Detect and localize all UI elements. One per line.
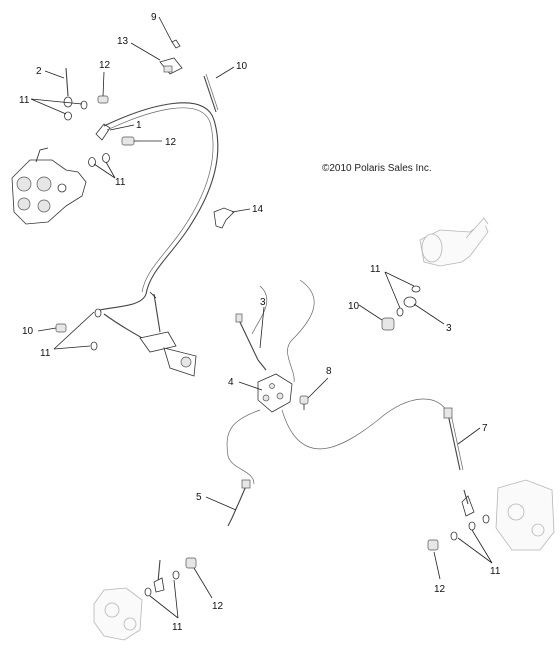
brake-hose-8 bbox=[443, 407, 464, 471]
washer-11-e bbox=[94, 308, 102, 318]
master-cylinder bbox=[419, 217, 489, 267]
left-rear-hose bbox=[153, 559, 165, 593]
callout-11-c: 11 bbox=[370, 264, 381, 275]
washer-11-f bbox=[90, 341, 98, 351]
callout-11-f: 11 bbox=[172, 622, 183, 633]
brake-line-5 bbox=[227, 479, 251, 527]
callout-7: 10 bbox=[236, 61, 248, 72]
washer-11-g bbox=[411, 285, 421, 293]
hose-from-master-b bbox=[251, 285, 267, 335]
left-rear-hose-assembly bbox=[103, 291, 197, 377]
callout-14: 14 bbox=[252, 204, 264, 215]
brake-line-fitting-1 bbox=[95, 123, 111, 141]
callout-11-a: 11 bbox=[19, 95, 30, 106]
washer-11-i bbox=[468, 521, 476, 531]
washer-11-h bbox=[396, 307, 404, 317]
callout-9: 8 bbox=[326, 366, 332, 377]
leader-lines bbox=[30, 16, 493, 619]
washer-11-m bbox=[172, 570, 180, 580]
front-brake-hose-inner bbox=[106, 107, 214, 293]
callout-12-c: 12 bbox=[434, 584, 446, 595]
callout-11-d: 11 bbox=[40, 348, 51, 359]
banjo-bolt-12-left-rear bbox=[185, 557, 197, 569]
sensor-13 bbox=[159, 57, 183, 75]
bleeder-screw-12-a bbox=[97, 95, 109, 104]
callout-11-e: 11 bbox=[490, 566, 501, 577]
callout-2: 2 bbox=[36, 66, 42, 77]
washer-11-b bbox=[64, 111, 72, 121]
distribution-block-4 bbox=[257, 373, 293, 413]
callout-10-right: 10 bbox=[348, 301, 360, 312]
hose-fitting-3-right bbox=[403, 296, 417, 308]
callout-12-a: 12 bbox=[99, 60, 111, 71]
rear-hose-left bbox=[226, 409, 261, 485]
banjo-bolt-12-b bbox=[121, 136, 140, 146]
banjo-bolt-10-right bbox=[381, 317, 395, 331]
bolt-9 bbox=[299, 395, 309, 410]
callout-3-right: 3 bbox=[446, 323, 452, 334]
callout-4: 4 bbox=[228, 377, 234, 388]
banjo-bolt-2 bbox=[63, 67, 73, 108]
callout-12-d: 12 bbox=[212, 601, 224, 612]
washer-11-j bbox=[482, 514, 490, 524]
callout-3-center: 3 bbox=[260, 297, 266, 308]
callout-5: 5 bbox=[196, 492, 202, 503]
washer-11-a bbox=[80, 100, 88, 110]
washer-11-d bbox=[102, 153, 110, 163]
washer-11-k bbox=[450, 531, 458, 541]
washer-11-c bbox=[88, 157, 96, 167]
rear-hose-long bbox=[281, 398, 449, 450]
cable-tie-7 bbox=[203, 73, 219, 113]
right-rear-caliper bbox=[495, 479, 555, 551]
washer-11-l bbox=[144, 587, 152, 597]
callout-8: 7 bbox=[482, 423, 488, 434]
screw-6 bbox=[171, 39, 181, 49]
copyright-notice: ©2010 Polaris Sales Inc. bbox=[322, 163, 432, 174]
callout-6: 9 bbox=[151, 12, 157, 23]
front-brake-hose bbox=[99, 102, 219, 311]
callout-13: 13 bbox=[117, 36, 129, 47]
right-rear-fitting bbox=[461, 489, 475, 517]
callout-1: 1 bbox=[136, 120, 142, 131]
callout-10-left: 10 bbox=[22, 326, 34, 337]
banjo-bolt-10-left bbox=[55, 323, 67, 333]
callout-12-b: 12 bbox=[165, 137, 177, 148]
left-rear-caliper bbox=[93, 587, 143, 641]
banjo-bolt-12-right bbox=[427, 539, 439, 551]
clip-14 bbox=[213, 207, 235, 229]
brake-line-3-center bbox=[235, 313, 267, 371]
left-front-caliper bbox=[11, 147, 87, 225]
callout-11-b: 11 bbox=[115, 177, 126, 188]
hose-from-master-a bbox=[287, 279, 315, 383]
